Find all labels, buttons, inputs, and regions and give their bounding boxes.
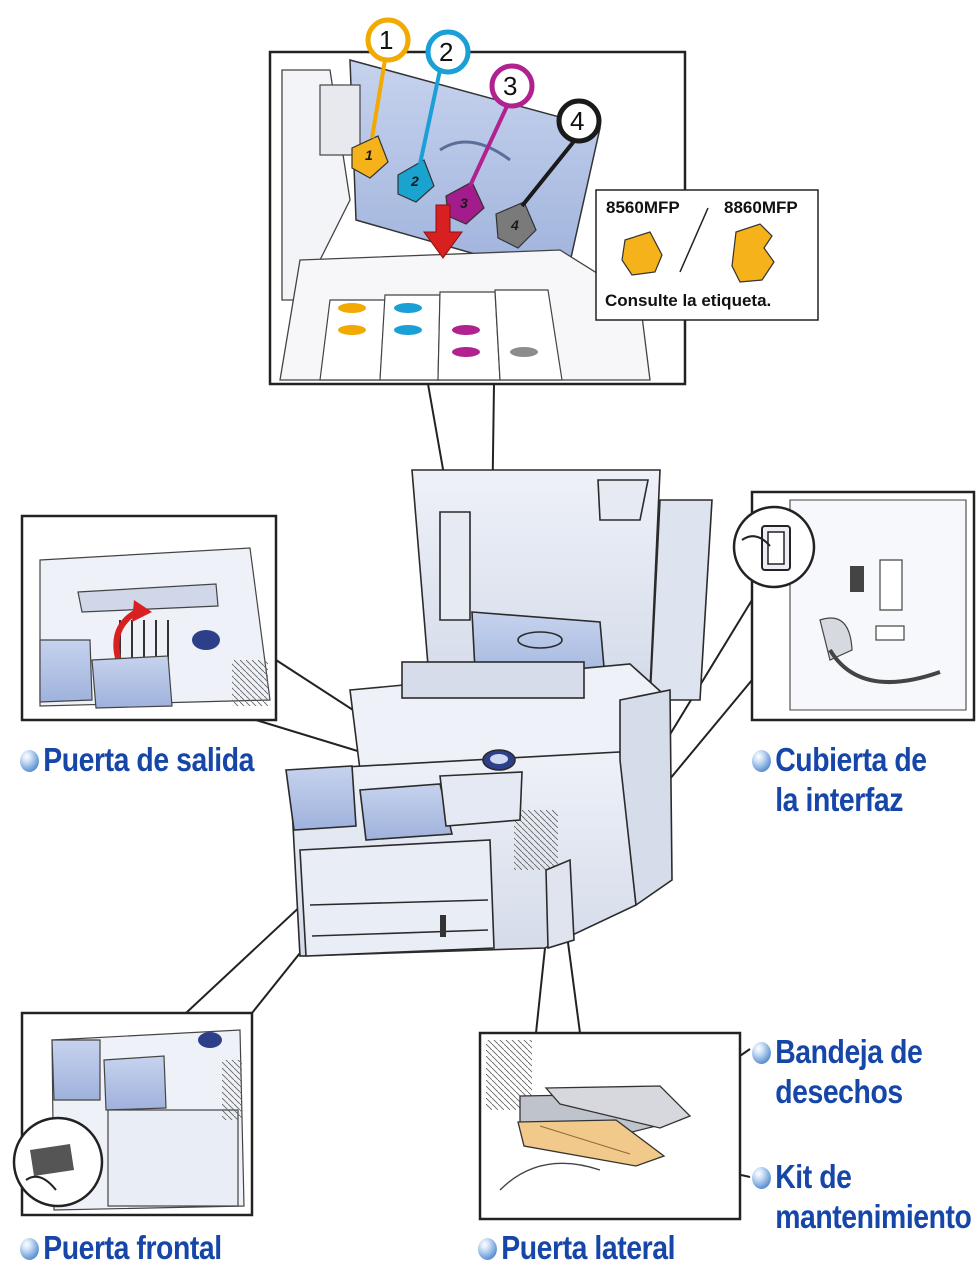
label-puerta-lateral: Puerta lateral	[478, 1228, 675, 1268]
slot-1-number: 1	[379, 25, 394, 55]
label-puerta-salida: Puerta de salida	[20, 740, 254, 780]
svg-text:4: 4	[510, 217, 519, 233]
label-kit-mantenimiento: Kit de mantenimiento	[752, 1157, 972, 1237]
svg-text:2: 2	[410, 173, 419, 189]
printer-illustration	[285, 469, 713, 957]
exit-door-inset	[20, 514, 278, 722]
bullet-icon	[20, 1238, 39, 1260]
slot-4-number: 4	[570, 106, 585, 136]
front-door-inset	[12, 1011, 254, 1217]
svg-text:1: 1	[365, 147, 373, 163]
bullet-icon	[752, 750, 771, 772]
bullet-icon	[752, 1042, 771, 1064]
bullet-icon	[478, 1238, 497, 1260]
label-cubierta-interfaz: Cubierta de la interfaz	[752, 740, 927, 820]
model-note: Consulte la etiqueta.	[605, 291, 772, 310]
model-8860-label: 8860MFP	[724, 198, 798, 217]
bullet-icon	[752, 1167, 771, 1189]
interface-cover-inset	[732, 490, 976, 722]
slot-2-badge	[425, 29, 471, 75]
slot-2-number: 2	[439, 37, 454, 67]
svg-text:3: 3	[460, 195, 468, 211]
slot-4-badge	[556, 98, 602, 144]
model-8560-label: 8560MFP	[606, 198, 680, 217]
slot-3-number: 3	[503, 71, 518, 101]
ink-loader-inset: 1 2 3 4	[268, 50, 687, 386]
slot-1-badge	[365, 17, 411, 63]
bullet-icon	[20, 750, 39, 772]
model-callout-box	[595, 189, 819, 321]
ink-slot-callouts	[365, 17, 602, 208]
label-bandeja-desechos: Bandeja de desechos	[752, 1032, 923, 1112]
side-door-inset	[478, 1031, 742, 1221]
label-puerta-frontal: Puerta frontal	[20, 1228, 222, 1268]
slot-3-badge	[489, 63, 535, 109]
